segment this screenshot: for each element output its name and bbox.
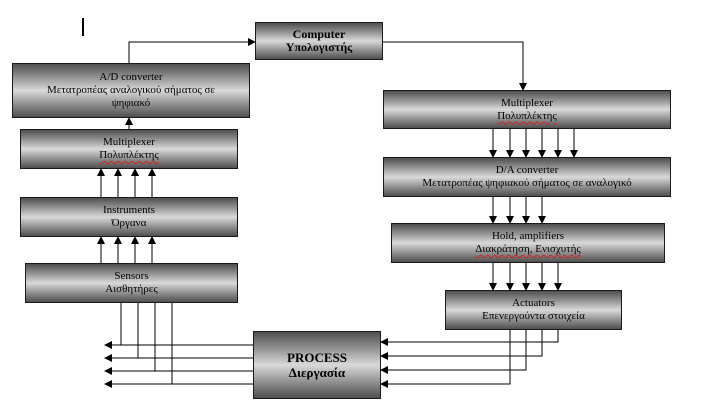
connector-ad-to-computer <box>128 38 256 63</box>
process-greek-label: Διεργασία <box>288 365 346 380</box>
instruments-greek-label: Όργανα <box>111 217 147 229</box>
multiplexer-left-greek-label: Πολυπλέκτης <box>99 149 159 161</box>
actuators-label: Actuators <box>512 297 555 309</box>
multiplexer-left-label: Multiplexer <box>103 136 155 148</box>
computer-label: Computer <box>292 27 346 41</box>
ad-converter-greek-label: Μετατροπέας αναλογικού σήματος σε <box>46 84 216 96</box>
instruments-box: Instruments Όργανα <box>20 197 238 237</box>
multiplexer-right-box: Multiplexer Πολυπλέκτης <box>383 90 671 129</box>
actuators-box: Actuators Επενεργούντα στοιχεία <box>445 290 622 330</box>
ad-converter-label: A/D converter <box>99 71 163 83</box>
arrow-actuators-to-process-2 <box>380 330 543 360</box>
da-converter-label: D/A converter <box>495 164 559 176</box>
da-converter-box: D/A converter Μετατροπέας ψηφιακού σήματ… <box>383 157 671 197</box>
arrow-actuators-to-process-3 <box>380 330 527 374</box>
da-converter-greek-label: Μετατροπέας ψηφιακού σήματος σε αναλογικ… <box>422 177 632 189</box>
process-label: PROCESS <box>287 350 347 365</box>
sensors-greek-label: Αισθητήρες <box>105 283 158 295</box>
hold-amplifiers-greek-label: Διακράτηση, Ενισχυτής <box>475 243 581 255</box>
actuators-greek-label: Επενεργούντα στοιχεία <box>482 310 585 322</box>
instruments-label: Instruments <box>103 204 155 216</box>
computer-box: Computer Υπολογιστής <box>255 22 383 60</box>
hold-amplifiers-label: Hold, amplifiers <box>491 230 565 242</box>
arrow-actuators-to-process-4 <box>380 330 511 388</box>
sensors-box: Sensors Αισθητήρες <box>25 263 238 303</box>
multiplexer-right-label: Multiplexer <box>501 96 553 109</box>
multiplexer-left-box: Multiplexer Πολυπλέκτης <box>20 129 238 169</box>
process-box: PROCESS Διεργασία <box>253 331 381 399</box>
multiplexer-right-greek-label: Πολυπλέκτης <box>497 109 557 122</box>
computer-greek-label: Υπολογιστής <box>285 40 353 54</box>
ad-converter-greek-label-2: ψηφιακό <box>111 97 151 109</box>
arrow-actuators-to-process-1 <box>380 330 559 346</box>
ad-converter-box: A/D converter Μετατροπέας αναλογικού σήμ… <box>12 63 250 118</box>
hold-amplifiers-box: Hold, amplifiers Διακράτηση, Ενισχυτής <box>391 223 665 263</box>
connector-computer-to-mux <box>383 41 527 91</box>
text-cursor <box>82 18 84 36</box>
sensors-label: Sensors <box>114 270 149 282</box>
